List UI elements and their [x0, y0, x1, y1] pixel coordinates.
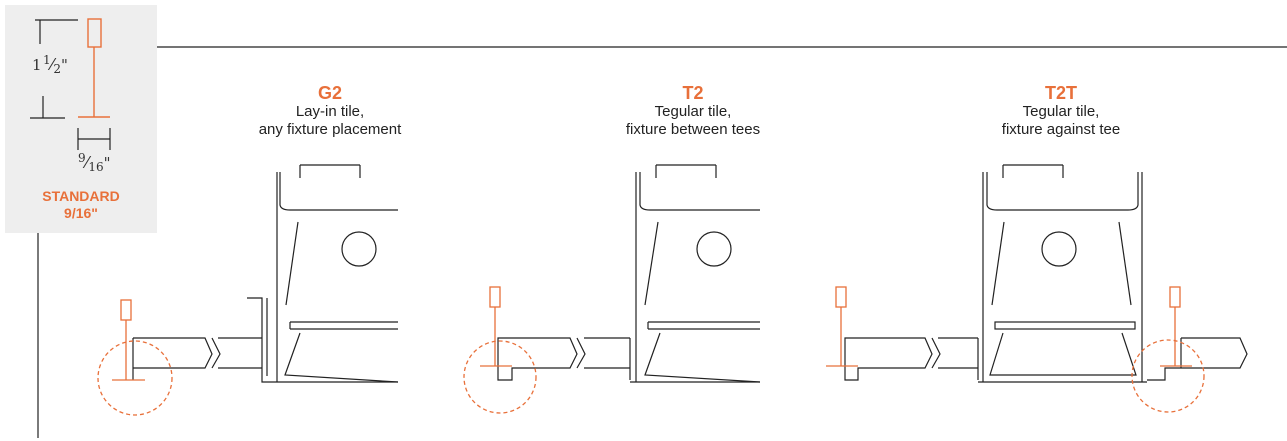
type-t2t-desc-2: fixture against tee: [1001, 121, 1121, 138]
type-g2-desc-2: any fixture placement: [258, 121, 402, 138]
type-t2-desc-1: Tegular tile,: [654, 103, 732, 120]
width-num: 9: [78, 151, 86, 165]
type-t2t-code: T2T: [1044, 83, 1077, 103]
height-whole: 1: [32, 56, 42, 74]
t2-tee-detail: [463, 286, 537, 414]
height-den: 2: [53, 62, 61, 76]
width-unit: ": [103, 154, 111, 172]
type-g2: G2 Lay-in tile, any fixture placement: [200, 83, 460, 139]
standard-legend-panel: [5, 5, 157, 233]
height-dimension-label: 1 1⁄2": [32, 53, 68, 76]
type-t2: T2 Tegular tile, fixture between tees: [563, 83, 823, 139]
height-num: 1: [43, 53, 51, 67]
t2-diagram: [497, 164, 761, 383]
width-dimension-label: 9⁄16": [78, 151, 111, 174]
g2-diagram: [132, 164, 399, 383]
type-t2t-desc-1: Tegular tile,: [1022, 103, 1100, 120]
standard-label-line2: 9/16": [64, 205, 98, 221]
t2t-diagram: [844, 164, 1248, 383]
height-unit: ": [61, 56, 68, 74]
type-t2-desc-2: fixture between tees: [625, 121, 761, 138]
width-den: 16: [88, 160, 104, 174]
type-t2t: T2T Tegular tile, fixture against tee: [931, 83, 1191, 139]
t2t-tee-detail: [826, 286, 1205, 413]
standard-tee-profile: [78, 18, 110, 118]
type-t2-code: T2: [682, 83, 704, 103]
type-g2-code: G2: [317, 83, 342, 103]
standard-dimension-lines: [30, 19, 111, 150]
g2-tee-detail: [97, 299, 173, 416]
standard-label-line1: STANDARD: [42, 188, 120, 204]
type-g2-desc-1: Lay-in tile,: [295, 103, 365, 120]
